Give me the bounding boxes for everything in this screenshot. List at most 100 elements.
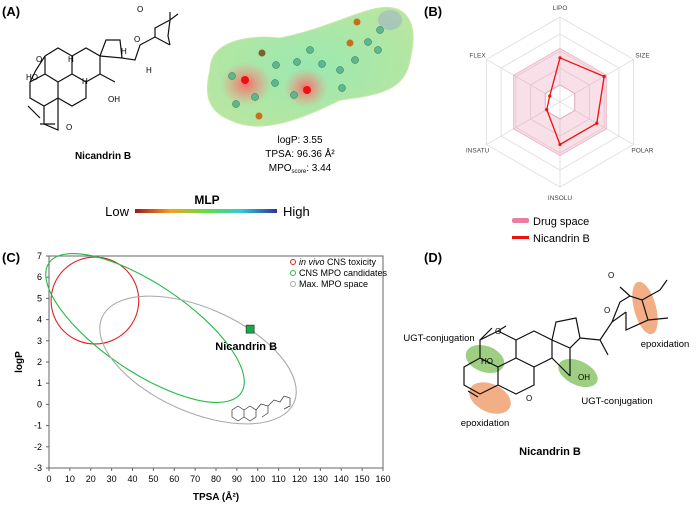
x-tick-label: 40 (127, 474, 137, 484)
mlp-colorbar (135, 209, 277, 213)
inset-structure-icon (231, 395, 291, 422)
o-epoxide-label: O (36, 55, 42, 64)
cns-toxicity-region (50, 256, 140, 345)
data-point-label: Nicandrin B (215, 341, 277, 353)
compound-profile-point (548, 94, 552, 98)
y-tick-label: 6 (37, 272, 42, 282)
y-tick-label: -1 (34, 421, 42, 431)
nicandrin-b-structure-a (27, 12, 179, 131)
x-tick-label: 120 (292, 474, 307, 484)
x-tick-label: 30 (107, 474, 117, 484)
max-mpo-space-region (99, 295, 297, 425)
o-ketone-label: O (66, 123, 72, 132)
epoxidation-label-left: epoxidation (461, 418, 510, 429)
o-epoxide-label-d: O (495, 327, 501, 336)
y-tick-label: 2 (37, 357, 42, 367)
mlp-high-label: High (283, 204, 310, 219)
mpo-score: MPOscore: 3.44 (269, 163, 332, 175)
mlp-low-label: Low (105, 204, 129, 219)
x-tick-label: 0 (46, 474, 51, 484)
legend-entry: Max. MPO space (299, 279, 368, 289)
compound-profile-point (602, 74, 606, 79)
o-ketone-label-d: O (526, 394, 532, 403)
o-lactone-label: O (137, 5, 143, 14)
radar-axis-line (486, 59, 561, 103)
oh-label: OH (108, 95, 120, 104)
y-tick-label: 5 (37, 293, 42, 303)
logp-value: logP: 3.55 (277, 135, 322, 146)
panel-a-label: (A) (2, 4, 20, 19)
h-label: H (146, 66, 152, 75)
x-tick-label: 150 (355, 474, 370, 484)
oh-label-d: OH (578, 373, 590, 382)
mlp-title: MLP (194, 193, 219, 207)
tpsa-value: TPSA: 96.36 Å² (265, 147, 335, 160)
legend-entry: CNS MPO candidates (299, 268, 388, 278)
x-tick-label: 10 (65, 474, 75, 484)
x-tick-label: 110 (271, 474, 285, 484)
legend-marker (290, 259, 296, 265)
h-label: H (121, 47, 127, 56)
y-tick-label: 3 (37, 336, 42, 346)
y-tick-label: 7 (37, 251, 42, 261)
x-tick-label: 80 (211, 474, 221, 484)
y-axis-label: logP (14, 351, 25, 373)
o-lactone-label-d: O (608, 271, 614, 280)
radar-axis-label-size: SIZE (635, 52, 650, 59)
x-tick-label: 50 (148, 474, 158, 484)
x-tick-label: 100 (250, 474, 265, 484)
x-tick-label: 90 (232, 474, 242, 484)
epoxidation-label-right: epoxidation (641, 339, 690, 350)
legend-drug-space-swatch (512, 218, 529, 223)
legend-italic: in vivo (299, 257, 325, 267)
radar-axis-label-flex: FLEX (469, 52, 486, 59)
x-tick-label: 130 (313, 474, 328, 484)
radar-axis-label-insatu: INSATU (466, 148, 490, 155)
panel-b-label: (B) (424, 4, 442, 19)
radar-chart: LIPO SIZE POLAR INSOLU INSATU FLEX (466, 5, 654, 202)
compound-profile-point (558, 56, 562, 60)
panel-d-label: (D) (424, 250, 442, 265)
x-tick-label: 160 (375, 474, 390, 484)
mlp-surface-model (206, 6, 414, 127)
h-label: H (82, 77, 88, 86)
ho-label: HO (26, 73, 38, 82)
o-ring-label-d: O (604, 306, 610, 315)
x-tick-label: 60 (169, 474, 179, 484)
data-point-nicandrin-b (245, 324, 255, 334)
legend-text: CNS toxicity (325, 257, 377, 267)
y-tick-label: -2 (34, 442, 42, 452)
compound-name-a: Nicandrin B (75, 151, 131, 162)
ugt-label-right: UGT-conjugation (581, 396, 652, 407)
ugt-label-left: UGT-conjugation (403, 333, 474, 344)
epoxidation-site-left (469, 382, 511, 414)
x-axis-label: TPSA (Å²) (193, 490, 239, 503)
radar-axis-label-insolu: INSOLU (548, 195, 573, 202)
h-label: H (68, 55, 74, 64)
radar-axis-label-polar: POLAR (631, 148, 653, 155)
compound-name-d: Nicandrin B (519, 446, 581, 458)
radar-axis-line (559, 59, 634, 103)
legend-entry: in vivo CNS toxicity (299, 257, 377, 267)
legend-compound-swatch (512, 236, 529, 239)
drug-space-area (513, 47, 607, 157)
y-tick-label: -3 (34, 463, 42, 473)
legend-compound: Nicandrin B (533, 233, 590, 245)
legend-drug-space: Drug space (533, 216, 589, 228)
compound-profile-point (545, 108, 549, 112)
y-tick-label: 1 (37, 378, 42, 388)
o-ring-label: O (134, 35, 140, 44)
compound-profile-point (558, 142, 562, 147)
ugt-site-right (558, 358, 598, 388)
x-tick-label: 20 (86, 474, 96, 484)
panel-c-label: (C) (2, 250, 20, 265)
compound-profile-point (595, 121, 599, 125)
legend-marker (290, 281, 296, 287)
nicandrin-b-structure-d (463, 279, 669, 398)
y-tick-label: 4 (37, 315, 42, 325)
x-tick-label: 140 (334, 474, 349, 484)
y-tick-label: 0 (37, 399, 42, 409)
radar-axis-label-lipo: LIPO (553, 5, 568, 12)
